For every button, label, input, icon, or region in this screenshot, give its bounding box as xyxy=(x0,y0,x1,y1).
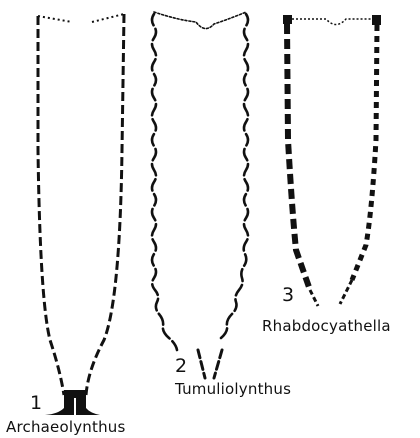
specimen-3-number: 3 xyxy=(282,284,294,306)
archaeolynthus-holdfast xyxy=(45,390,100,415)
tumuliolynthus-right-wall xyxy=(221,14,248,338)
tumuliolynthus-rim xyxy=(154,12,246,29)
rhabdocyathella-left-wall xyxy=(287,24,310,290)
archaeolynthus-rim-right xyxy=(92,14,124,22)
rhabdocyathella-rim-right-block xyxy=(372,15,381,25)
specimen-1-number: 1 xyxy=(30,392,42,414)
tumuliolynthus-left-base xyxy=(198,350,205,378)
archaeolynthus-right-wall xyxy=(86,14,124,395)
rhabdocyathella-rim-left-block xyxy=(283,15,292,24)
rhabdocyathella-rim xyxy=(292,19,372,25)
specimen-3-name: Rhabdocyathella xyxy=(262,317,391,335)
archaeolynthus-rim-left xyxy=(38,16,72,22)
tumuliolynthus-right-base xyxy=(214,350,222,378)
specimen-2-name: Tumuliolynthus xyxy=(175,380,291,398)
rhabdocyathella-outline xyxy=(283,15,381,306)
rhabdocyathella-right-wall xyxy=(352,25,377,280)
tumuliolynthus-outline xyxy=(152,12,248,378)
rhabdocyathella-left-lower xyxy=(310,290,318,306)
specimen-2-number: 2 xyxy=(175,355,187,377)
specimen-1-name: Archaeolynthus xyxy=(6,418,126,436)
tumuliolynthus-left-wall xyxy=(152,14,177,350)
archaeolynthus-left-wall xyxy=(38,16,64,395)
archaeolynthus-outline xyxy=(38,14,124,415)
rhabdocyathella-right-lower xyxy=(340,280,352,304)
